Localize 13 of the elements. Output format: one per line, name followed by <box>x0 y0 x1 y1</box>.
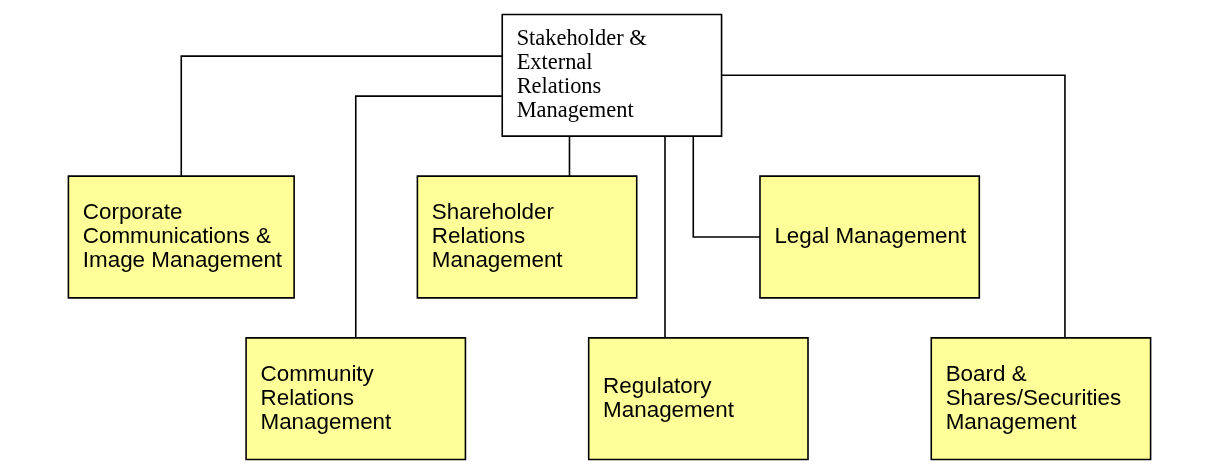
connector <box>179 55 503 177</box>
node-box: Regulatory Management <box>587 337 809 461</box>
connector <box>568 135 570 177</box>
connector <box>354 95 503 339</box>
node-box: Community Relations Management <box>244 337 466 461</box>
node-box: Stakeholder & External Relations Management <box>500 13 722 137</box>
connector <box>720 74 1066 338</box>
connector <box>663 136 666 339</box>
node-box: Board & Shares/Securities Management <box>930 337 1151 461</box>
node-box: Corporate Communications & Image Management <box>67 175 295 299</box>
node-box: Legal Management <box>758 175 980 299</box>
node-box: Shareholder Relations Management <box>416 175 637 299</box>
connector <box>691 135 761 238</box>
